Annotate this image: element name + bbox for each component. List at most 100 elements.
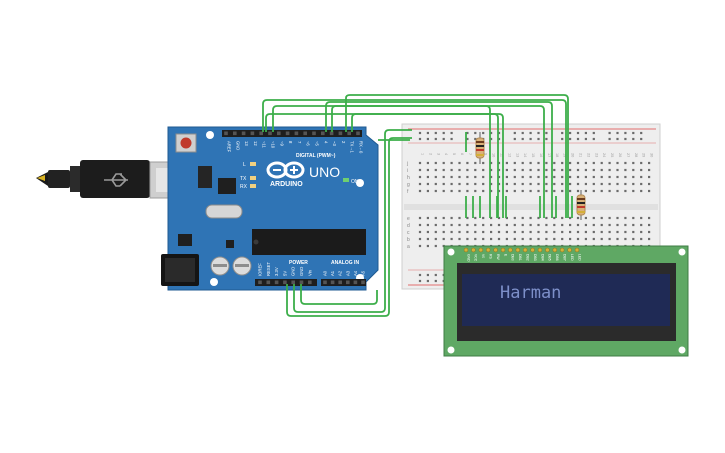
terminal-hole[interactable] [584,168,587,172]
terminal-hole[interactable] [545,237,548,241]
lcd-pin[interactable] [559,247,565,253]
terminal-hole[interactable] [490,230,493,234]
power-pin[interactable] [308,280,312,285]
rail-hole[interactable] [561,131,564,135]
terminal-hole[interactable] [426,161,429,165]
digital-pin[interactable] [312,131,316,136]
terminal-hole[interactable] [600,216,603,220]
terminal-hole[interactable] [497,182,501,186]
rail-hole[interactable] [608,131,611,135]
terminal-hole[interactable] [576,223,580,227]
terminal-hole[interactable] [600,182,603,186]
terminal-hole[interactable] [529,189,532,193]
terminal-hole[interactable] [418,223,422,227]
power-pin[interactable] [258,280,262,285]
digital-pin[interactable] [347,131,351,136]
terminal-hole[interactable] [458,168,461,172]
rail-hole[interactable] [497,137,501,141]
wire[interactable] [293,129,412,313]
terminal-hole[interactable] [418,244,422,248]
rail-hole[interactable] [521,137,524,141]
digital-pin[interactable] [356,131,360,136]
lcd-pin[interactable] [493,247,498,253]
terminal-hole[interactable] [442,175,445,179]
terminal-hole[interactable] [418,161,422,165]
digital-pin[interactable] [259,131,263,136]
lcd-pin[interactable] [508,247,513,253]
terminal-hole[interactable] [561,189,564,193]
rail-hole[interactable] [584,137,587,141]
rail-hole[interactable] [545,131,548,135]
terminal-hole[interactable] [592,175,595,179]
terminal-hole[interactable] [426,175,429,179]
terminal-hole[interactable] [466,223,469,227]
terminal-hole[interactable] [537,216,540,220]
lcd-pin[interactable] [567,247,572,253]
terminal-hole[interactable] [608,189,611,193]
terminal-hole[interactable] [450,237,453,241]
terminal-hole[interactable] [426,230,429,234]
rail-hole[interactable] [569,131,572,135]
terminal-hole[interactable] [434,175,437,179]
terminal-hole[interactable] [474,161,477,165]
terminal-hole[interactable] [497,230,501,234]
terminal-hole[interactable] [584,189,587,193]
wires[interactable] [262,94,573,317]
terminal-hole[interactable] [592,237,595,241]
terminal-hole[interactable] [537,182,540,186]
digital-pin[interactable] [268,131,272,136]
terminal-hole[interactable] [521,168,524,172]
terminal-hole[interactable] [482,230,485,234]
terminal-hole[interactable] [600,161,603,165]
terminal-hole[interactable] [466,189,469,193]
terminal-hole[interactable] [616,230,619,234]
terminal-hole[interactable] [569,237,572,241]
terminal-hole[interactable] [426,223,429,227]
terminal-hole[interactable] [474,168,477,172]
terminal-hole[interactable] [648,223,651,227]
terminal-hole[interactable] [576,189,580,193]
terminal-hole[interactable] [537,175,540,179]
terminal-hole[interactable] [537,223,540,227]
terminal-hole[interactable] [482,168,485,172]
terminal-hole[interactable] [521,216,524,220]
rail-hole[interactable] [545,137,548,141]
terminal-hole[interactable] [561,168,564,172]
rail-hole[interactable] [418,131,422,135]
terminal-hole[interactable] [648,161,651,165]
lcd-pin[interactable] [515,247,521,253]
terminal-hole[interactable] [624,189,627,193]
terminal-hole[interactable] [616,237,619,241]
terminal-hole[interactable] [592,216,595,220]
terminal-hole[interactable] [640,168,643,172]
rail-hole[interactable] [426,273,429,277]
terminal-hole[interactable] [513,189,516,193]
rail-hole[interactable] [632,137,635,141]
terminal-hole[interactable] [521,237,524,241]
terminal-hole[interactable] [608,182,611,186]
terminal-hole[interactable] [442,161,445,165]
terminal-hole[interactable] [648,237,651,241]
terminal-hole[interactable] [529,230,532,234]
terminal-hole[interactable] [458,182,461,186]
terminal-hole[interactable] [442,223,445,227]
terminal-hole[interactable] [434,168,437,172]
terminal-hole[interactable] [521,161,524,165]
terminal-hole[interactable] [450,161,453,165]
digital-pin[interactable] [250,131,255,136]
lcd-pin[interactable] [500,247,506,253]
terminal-hole[interactable] [490,175,493,179]
terminal-hole[interactable] [418,182,422,186]
resistor[interactable] [475,132,485,164]
terminal-hole[interactable] [466,161,469,165]
terminal-hole[interactable] [576,182,580,186]
terminal-hole[interactable] [434,237,437,241]
terminal-hole[interactable] [450,230,453,234]
rail-hole[interactable] [624,137,627,141]
terminal-hole[interactable] [529,161,532,165]
digital-pin[interactable] [224,131,228,136]
terminal-hole[interactable] [458,175,461,179]
terminal-hole[interactable] [490,216,493,220]
analog-pin[interactable] [346,280,350,285]
